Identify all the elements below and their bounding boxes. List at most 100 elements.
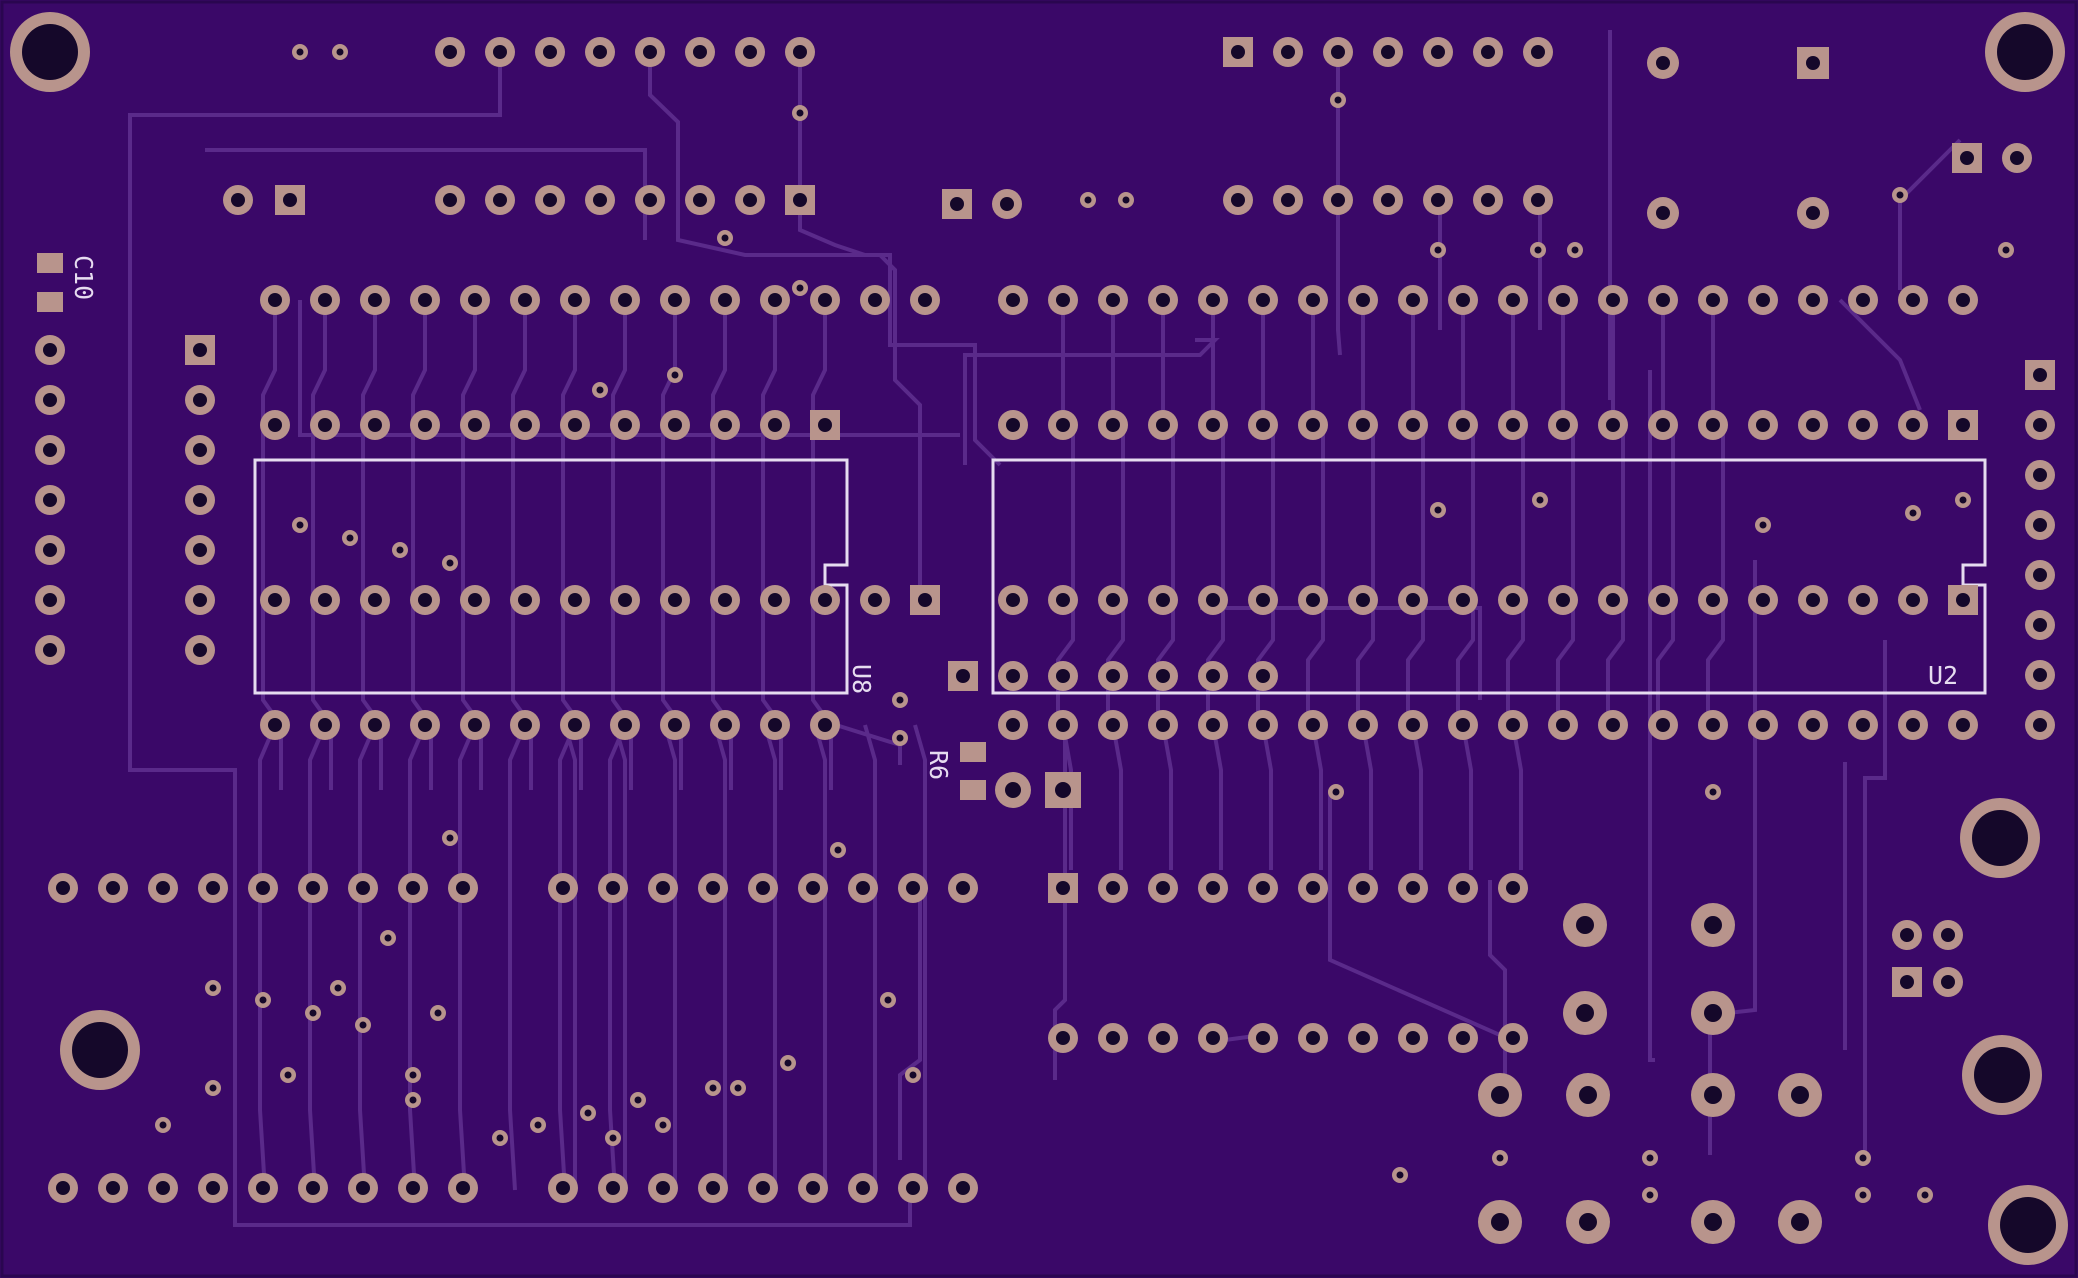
switch-pin	[1691, 1073, 1735, 1117]
trace	[1411, 724, 1423, 870]
header-left-pin	[35, 435, 65, 465]
mounting-hole	[1988, 1185, 2068, 1265]
trace	[863, 724, 877, 1190]
socket-row-a-pin	[460, 285, 490, 315]
mounting-hole	[10, 12, 90, 92]
socket-row-d-pin	[1248, 710, 1278, 740]
header-lower-mid-b-pin	[698, 1173, 728, 1203]
trace	[648, 52, 922, 600]
trace	[1311, 724, 1323, 870]
trace	[408, 724, 427, 1191]
header-top-right-pin1	[1223, 37, 1253, 67]
header-left-inner-pin	[185, 535, 215, 565]
header-lower-left-pin	[298, 873, 328, 903]
header-top-right-pin	[1473, 37, 1503, 67]
c10-pad	[37, 292, 63, 312]
u8-bottom-row-pin	[460, 585, 490, 615]
socket-row-d-pin	[1698, 710, 1728, 740]
u2-top-row-pin1	[1948, 410, 1978, 440]
u2-top-row-pin	[1748, 410, 1778, 440]
u2-extra-pin1	[948, 661, 978, 691]
header-right-pin	[2025, 660, 2055, 690]
u2-extra-row-pin	[1098, 661, 1128, 691]
via	[1705, 784, 1721, 800]
socket-row-a-pin	[810, 285, 840, 315]
u8-top-row-pin	[260, 410, 290, 440]
socket-row-c-pin	[760, 710, 790, 740]
u2-top-row-pin	[1098, 410, 1128, 440]
trace	[358, 724, 377, 1191]
via	[1492, 1150, 1508, 1166]
header-lower-left-b-pin	[48, 1173, 78, 1203]
socket-row-a-pin	[560, 285, 590, 315]
socket-row-d-pin	[1348, 710, 1378, 740]
u8-bottom-row-pin	[410, 585, 440, 615]
header-left-inner-pin	[185, 585, 215, 615]
trace	[128, 52, 912, 1227]
via	[830, 842, 846, 858]
header-lower-mid-pin	[798, 873, 828, 903]
header-lower-mid-b-pin	[848, 1173, 878, 1203]
socket-row-b-pin	[1848, 285, 1878, 315]
header-top-left-pin	[635, 37, 665, 67]
header-second-right-pin	[1373, 185, 1403, 215]
header-second-right-pin	[1473, 185, 1503, 215]
trace	[1356, 300, 1375, 725]
two-pin-square	[1952, 143, 1982, 173]
via	[442, 555, 458, 571]
header-second-left-pin	[685, 185, 715, 215]
socket-row-a-pin	[860, 285, 890, 315]
u2-extra-row-pin	[1148, 661, 1178, 691]
via	[630, 1092, 646, 1108]
header-lower-right-pin1	[1048, 873, 1078, 903]
u8-top-row-pin	[610, 410, 640, 440]
header-second-left-pin	[735, 185, 765, 215]
u8-bottom-row-pin	[560, 585, 590, 615]
via	[330, 980, 346, 996]
via	[655, 1117, 671, 1133]
u8-top-row-pin	[660, 410, 690, 440]
trace	[458, 724, 477, 1191]
header-top-left-pin	[785, 37, 815, 67]
socket-row-a-pin	[910, 285, 940, 315]
header-lower-mid-pin	[698, 873, 728, 903]
trace	[608, 724, 627, 1191]
trace	[1656, 300, 1675, 725]
header-lower-right-pin	[1348, 873, 1378, 903]
header-left-inner-pin	[185, 485, 215, 515]
u2-bottom-row-pin	[1798, 585, 1828, 615]
u8-top-row-pin	[310, 410, 340, 440]
u8-bottom-row-pin1	[910, 585, 940, 615]
trace	[798, 52, 1002, 467]
header-right-pin	[2025, 560, 2055, 590]
u2-bottom-row-pin	[1148, 585, 1178, 615]
socket-row-c-pin	[410, 710, 440, 740]
socket-row-a-pin	[660, 285, 690, 315]
header-second-right-pin	[1273, 185, 1303, 215]
socket-row-b-pin	[1298, 285, 1328, 315]
u2-extra-row-pin	[1198, 661, 1228, 691]
u2-top-row-pin	[1648, 410, 1678, 440]
header-second-left-pin1	[785, 185, 815, 215]
header-right-pin	[2025, 710, 2055, 740]
header-lower-left-pin	[448, 873, 478, 903]
header-lower-left-pin	[48, 873, 78, 903]
u2-bottom-row-pin	[1248, 585, 1278, 615]
header-left-pin	[35, 535, 65, 565]
u2-bottom-row-pin	[1898, 585, 1928, 615]
header-lower-mid-pin	[898, 873, 928, 903]
header-top-left-pin	[435, 37, 465, 67]
header-second-left-pin	[535, 185, 565, 215]
u2-top-row-pin	[1798, 410, 1828, 440]
header-right-pin	[2025, 410, 2055, 440]
mounting-hole	[1985, 12, 2065, 92]
via	[1755, 517, 1771, 533]
socket-row-d-pin	[1648, 710, 1678, 740]
socket-row-a-pin	[710, 285, 740, 315]
socket-row-d-pin	[998, 710, 1028, 740]
header-lower-left-pin	[98, 873, 128, 903]
via	[880, 992, 896, 1008]
via	[355, 1017, 371, 1033]
u2-bottom-row-pin	[1598, 585, 1628, 615]
